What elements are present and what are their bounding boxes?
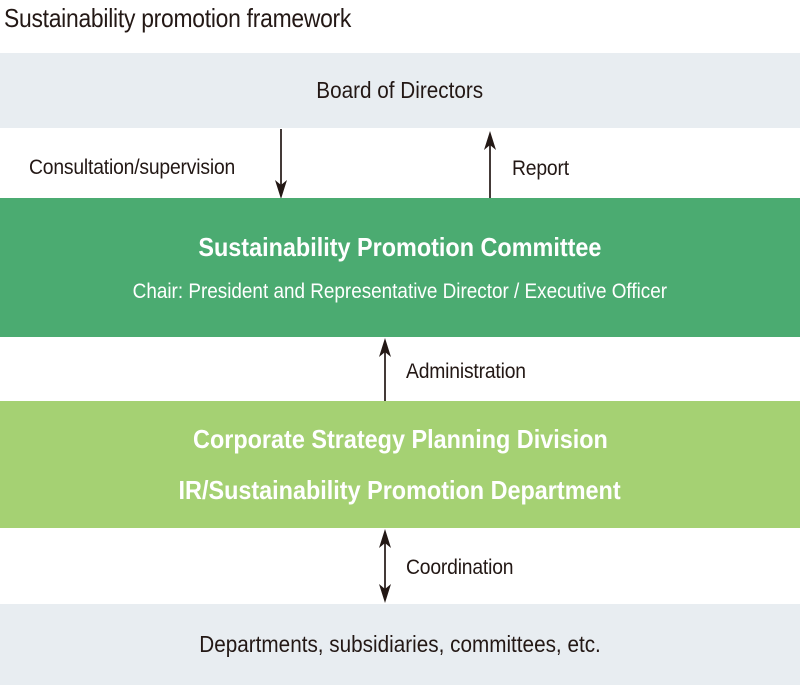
administration-up-arrow <box>379 338 391 402</box>
coordination-label: Coordination <box>406 556 514 579</box>
administration-label: Administration <box>406 360 526 383</box>
page-title: Sustainability promotion framework <box>4 3 352 33</box>
committee-title: Sustainability Promotion Committee <box>198 231 602 262</box>
report-up-arrow <box>484 131 496 199</box>
board-of-directors-label: Board of Directors <box>316 77 484 103</box>
division-line1: Corporate Strategy Planning Division <box>192 423 608 454</box>
consultation-supervision-label: Consultation/supervision <box>29 156 236 179</box>
committee-chair-subtitle: Chair: President and Representative Dire… <box>132 279 668 303</box>
sustainability-promotion-committee-box: Sustainability Promotion Committee Chair… <box>0 198 800 337</box>
report-label: Report <box>512 157 569 180</box>
corporate-strategy-division-box: Corporate Strategy Planning Division IR/… <box>0 401 800 528</box>
departments-box: Departments, subsidiaries, committees, e… <box>0 604 800 685</box>
departments-label: Departments, subsidiaries, committees, e… <box>199 631 601 657</box>
division-line2: IR/Sustainability Promotion Department <box>178 474 622 505</box>
board-of-directors-box: Board of Directors <box>0 53 800 128</box>
consultation-down-arrow <box>275 129 287 199</box>
coordination-double-arrow <box>379 529 391 603</box>
